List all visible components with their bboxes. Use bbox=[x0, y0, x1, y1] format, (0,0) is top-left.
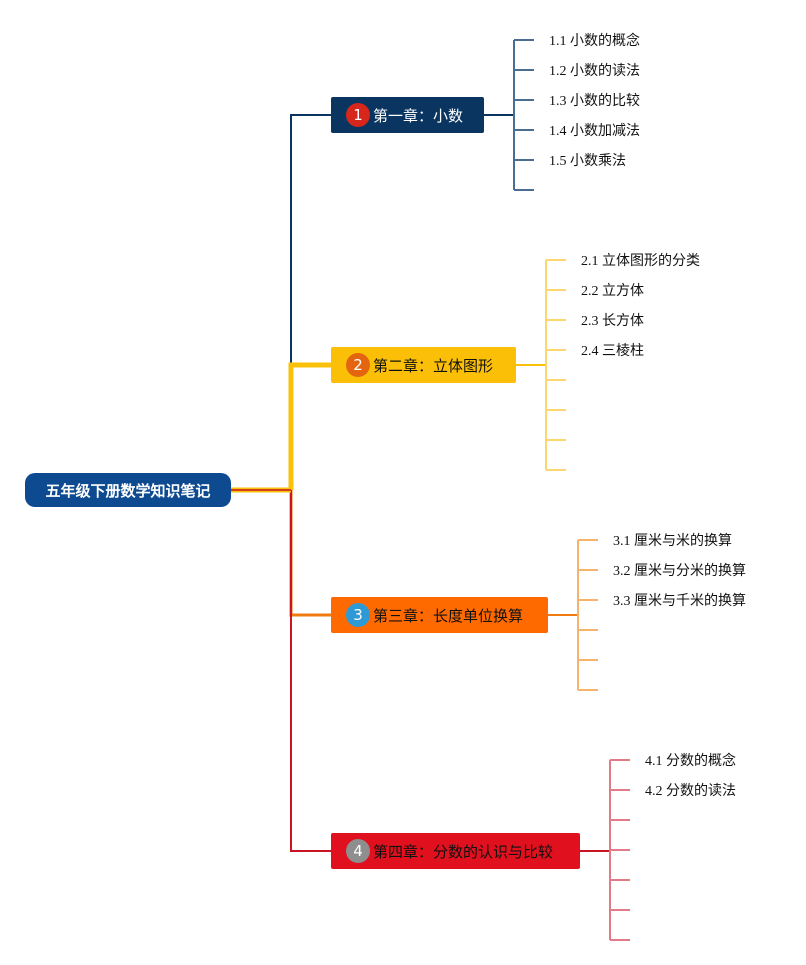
topic-item[interactable]: 2.1 立体图形的分类 bbox=[581, 254, 700, 269]
topic-item[interactable]: 1.4 小数加减法 bbox=[549, 124, 640, 139]
chapter-title: 第三章：长度单位换算 bbox=[373, 606, 524, 625]
topic-item[interactable]: 1.3 小数的比较 bbox=[549, 94, 640, 109]
chapter-number-badge: 4 bbox=[346, 839, 370, 863]
chapter-title: 第四章：分数的认识与比较 bbox=[373, 842, 554, 861]
chapter-node-1[interactable]: 1 第一章：小数 bbox=[331, 97, 484, 133]
chapter-title: 第二章：立体图形 bbox=[373, 356, 494, 375]
chapter-number-badge: 3 bbox=[346, 603, 370, 627]
topic-item[interactable]: 1.2 小数的读法 bbox=[549, 64, 640, 79]
chapter-node-2[interactable]: 2 第二章：立体图形 bbox=[331, 347, 516, 383]
topic-item[interactable]: 1.1 小数的概念 bbox=[549, 34, 640, 49]
topic-item[interactable]: 3.3 厘米与千米的换算 bbox=[613, 594, 746, 609]
chapter-connector bbox=[289, 490, 331, 617]
topic-item[interactable]: 3.2 厘米与分米的换算 bbox=[613, 564, 746, 579]
topic-item[interactable]: 1.5 小数乘法 bbox=[549, 154, 626, 169]
root-title: 五年级下册数学知识笔记 bbox=[45, 481, 211, 500]
chapter-node-4[interactable]: 4 第四章：分数的认识与比较 bbox=[331, 833, 580, 869]
topic-item[interactable]: 4.1 分数的概念 bbox=[645, 754, 736, 769]
topic-item[interactable]: 3.1 厘米与米的换算 bbox=[613, 534, 732, 549]
chapter-connector bbox=[288, 362, 331, 490]
topic-item[interactable]: 2.2 立方体 bbox=[581, 284, 644, 299]
topic-item[interactable]: 4.2 分数的读法 bbox=[645, 784, 736, 799]
chapter-connector bbox=[290, 114, 331, 490]
chapter-node-3[interactable]: 3 第三章：长度单位换算 bbox=[331, 597, 548, 633]
chapter-number-badge: 1 bbox=[346, 103, 370, 127]
chapter-number-badge: 2 bbox=[346, 353, 370, 377]
topic-item[interactable]: 2.4 三棱柱 bbox=[581, 344, 644, 359]
root-node[interactable]: 五年级下册数学知识笔记 bbox=[25, 473, 231, 507]
topic-item[interactable]: 2.3 长方体 bbox=[581, 314, 644, 329]
chapter-title: 第一章：小数 bbox=[373, 106, 464, 125]
chapter-connector bbox=[290, 490, 331, 852]
